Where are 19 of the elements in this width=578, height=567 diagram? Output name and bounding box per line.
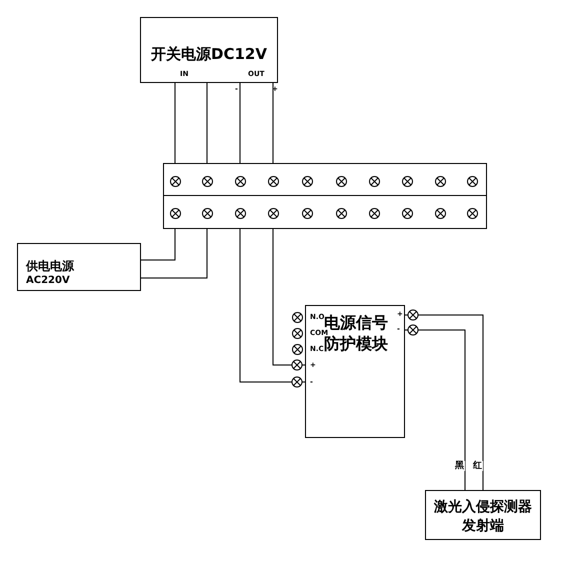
device-label: 激光入侵探测器发射端: [433, 498, 533, 536]
device-box: [305, 305, 405, 438]
wire: [206, 82, 208, 164]
device-label: 开关电源DC12V: [150, 44, 268, 64]
wire: [404, 310, 484, 490]
device-box: [140, 17, 278, 83]
wire: [140, 228, 176, 260]
device-box: [425, 490, 541, 540]
wire: [240, 228, 306, 388]
wire: [140, 228, 208, 278]
wire-label: 红: [472, 461, 483, 471]
device-label: 供电电源: [26, 258, 75, 275]
device-box: [17, 243, 141, 291]
wire: [272, 82, 274, 164]
wire: [174, 82, 176, 164]
wire: [272, 228, 306, 370]
device-label: AC220V: [26, 274, 71, 288]
wire-label: 黑: [454, 461, 465, 471]
wire: [404, 324, 466, 490]
